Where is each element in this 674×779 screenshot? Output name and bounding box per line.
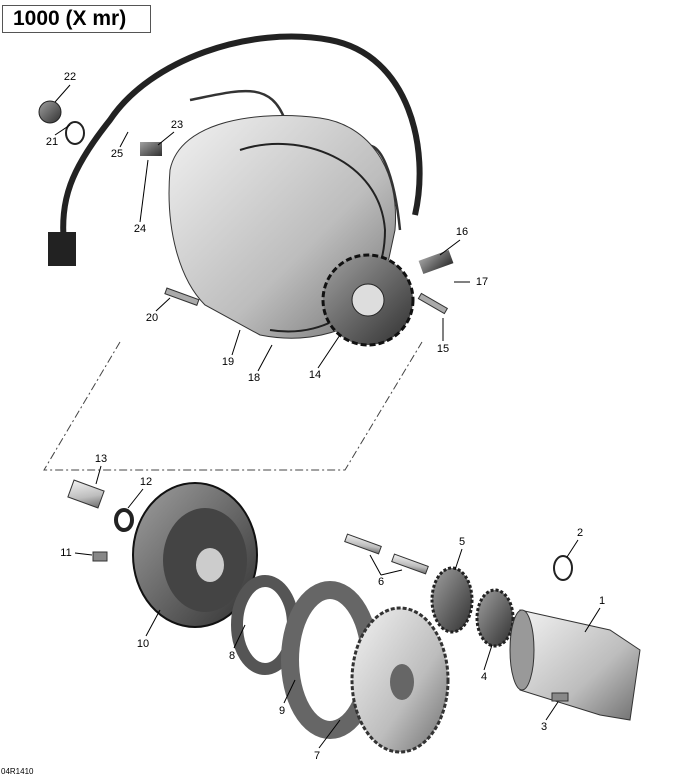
pin-6b (391, 553, 429, 575)
callout-13: 13 (94, 453, 108, 465)
model-title: 1000 (X mr) (2, 5, 151, 33)
bolt-15 (417, 292, 449, 315)
alignment-dashed-line (43, 341, 423, 471)
callout-16: 16 (455, 226, 469, 238)
callout-18: 18 (247, 372, 261, 384)
callout-2: 2 (576, 527, 584, 539)
wiring-harness (60, 33, 423, 246)
harness-connector (48, 232, 76, 266)
callout-8: 8 (228, 650, 236, 662)
bracket-16 (418, 249, 454, 275)
callout-11: 11 (60, 547, 72, 559)
callout-19: 19 (221, 356, 235, 368)
callout-1: 1 (598, 595, 606, 607)
callout-5: 5 (458, 536, 466, 548)
callout-22: 22 (63, 71, 77, 83)
reference-code: 04R1410 (1, 767, 34, 776)
callout-12: 12 (139, 476, 153, 488)
callout-9: 9 (278, 705, 286, 717)
gear-5 (430, 566, 474, 634)
callout-7: 7 (313, 750, 321, 762)
plug (38, 100, 62, 124)
o-ring-2 (553, 555, 573, 581)
screw-11 (92, 551, 108, 562)
callout-15: 15 (436, 343, 450, 355)
callout-17: 17 (475, 276, 489, 288)
bolt-13 (67, 479, 105, 509)
o-ring-21 (65, 121, 85, 145)
washer-12 (114, 508, 134, 532)
bolt-3 (551, 692, 569, 702)
gear-4 (475, 588, 515, 648)
callout-20: 20 (145, 312, 159, 324)
callout-25: 25 (110, 148, 124, 160)
callout-21: 21 (45, 136, 59, 148)
callout-23: 23 (170, 119, 184, 131)
callout-10: 10 (136, 638, 150, 650)
callout-24: 24 (133, 223, 147, 235)
bolt-20 (164, 287, 200, 306)
pin-6a (344, 533, 382, 555)
callout-6: 6 (377, 576, 385, 588)
callout-14: 14 (308, 369, 322, 381)
leader-lines (54, 84, 601, 749)
sensor (140, 142, 162, 156)
callout-3: 3 (540, 721, 548, 733)
callout-4: 4 (480, 671, 488, 683)
starter-motor (519, 609, 641, 721)
